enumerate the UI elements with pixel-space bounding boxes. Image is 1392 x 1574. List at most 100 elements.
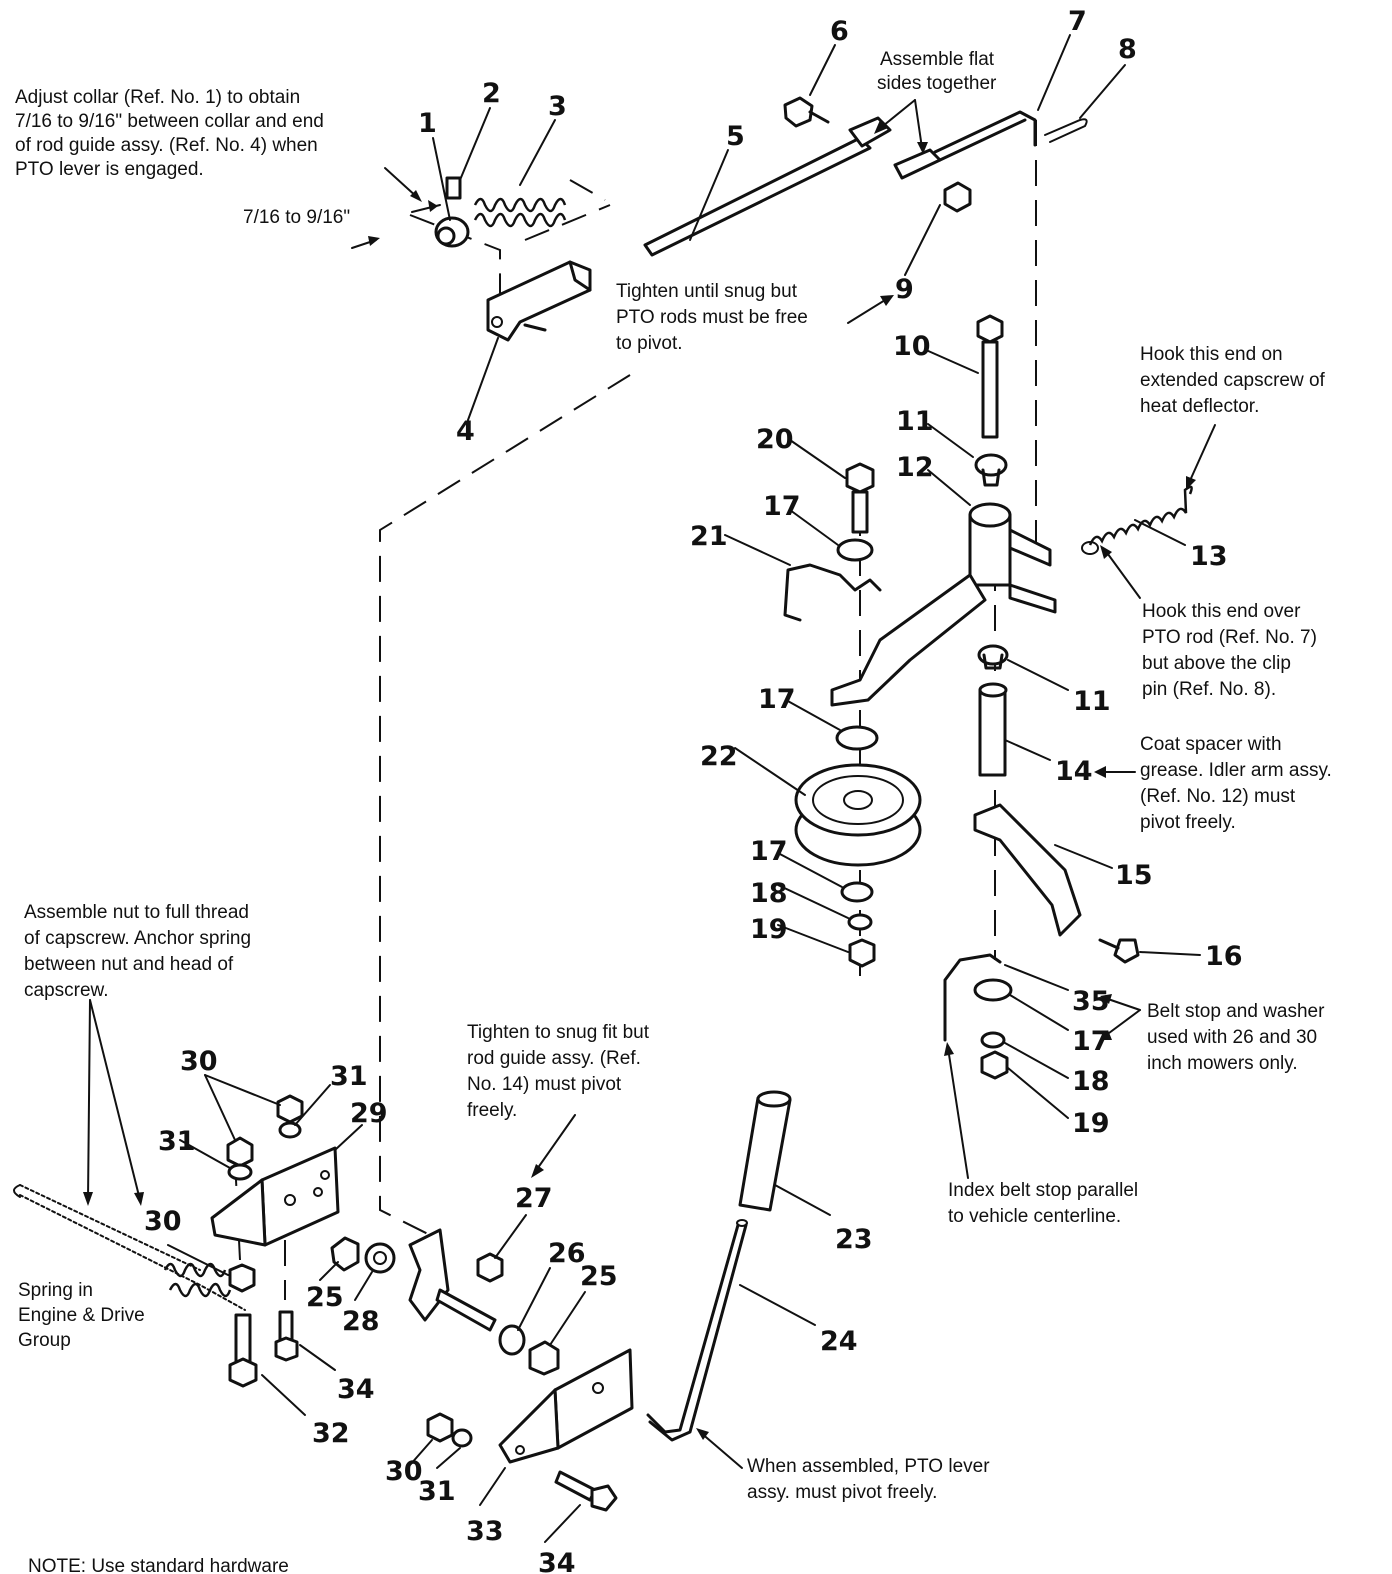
- svg-text:of capscrew. Anchor spring: of capscrew. Anchor spring: [24, 928, 251, 949]
- part-12-idler-arm: [830, 502, 1057, 707]
- callout-11-bottom: 11: [1073, 686, 1111, 717]
- note-arrows: [83, 99, 1216, 1469]
- part-3-spring: [473, 197, 567, 228]
- callout-19: 19: [750, 914, 788, 945]
- part-30-nut-lower-center: [426, 1412, 454, 1443]
- part-31-washer-lower-center: [451, 1428, 473, 1448]
- part-17-washer-belt: [973, 978, 1013, 1002]
- callout-25-left: 25: [306, 1282, 344, 1313]
- callout-22: 22: [700, 741, 738, 772]
- svg-text:Tighten until snug but: Tighten until snug but: [616, 281, 798, 302]
- part-4-rod-guide: [486, 260, 592, 342]
- svg-text:When assembled, PTO lever: When assembled, PTO lever: [747, 1456, 990, 1477]
- svg-text:Spring in: Spring in: [18, 1280, 93, 1301]
- callout-11-top: 11: [896, 406, 934, 437]
- svg-text:used with 26 and 30: used with 26 and 30: [1147, 1027, 1317, 1048]
- note-hook-rod: Hook this end over PTO rod (Ref. No. 7) …: [1142, 601, 1317, 700]
- part-18-lockwasher: [847, 913, 873, 931]
- callout-23: 23: [835, 1224, 873, 1255]
- note-collar-adjust: Adjust collar (Ref. No. 1) to obtain 7/1…: [15, 87, 324, 180]
- part-31-washer-upper-right: [278, 1121, 302, 1139]
- note-assemble-nut: Assemble nut to full thread of capscrew.…: [24, 902, 251, 1001]
- svg-text:Coat spacer with: Coat spacer with: [1140, 734, 1282, 755]
- svg-text:Tighten to snug fit but: Tighten to snug fit but: [467, 1022, 650, 1043]
- svg-text:assy. must pivot freely.: assy. must pivot freely.: [747, 1482, 937, 1503]
- callout-27: 27: [515, 1183, 553, 1214]
- svg-text:7/16 to 9/16" between collar a: 7/16 to 9/16" between collar and end: [15, 111, 324, 132]
- callout-24: 24: [820, 1326, 858, 1357]
- part-30-nut-lower: [228, 1263, 256, 1293]
- part-32-capscrew: [228, 1313, 258, 1388]
- svg-text:Belt stop and washer: Belt stop and washer: [1147, 1001, 1325, 1022]
- callout-13: 13: [1190, 541, 1228, 572]
- part-2-setscrew: [445, 176, 462, 200]
- part-6-bolt: [783, 96, 830, 128]
- svg-text:Assemble nut to full thread: Assemble nut to full thread: [24, 902, 249, 923]
- part-24-pto-lever: [646, 1219, 748, 1442]
- callout-17-belt: 17: [1072, 1026, 1110, 1057]
- part-17-washer-top: [836, 538, 874, 562]
- callout-32: 32: [312, 1418, 350, 1449]
- part-28-washer: [364, 1242, 396, 1274]
- svg-text:freely.: freely.: [467, 1100, 517, 1121]
- callout-18: 18: [750, 878, 788, 909]
- callout-21: 21: [690, 521, 728, 552]
- part-17-washer-mid: [835, 725, 879, 751]
- callout-17-mid: 17: [758, 684, 796, 715]
- note-hook-capscrew: Hook this end on extended capscrew of he…: [1140, 344, 1326, 417]
- svg-text:inch mowers only.: inch mowers only.: [1147, 1053, 1298, 1074]
- callout-14: 14: [1055, 756, 1093, 787]
- callout-30-top: 30: [180, 1046, 218, 1077]
- callout-31-left: 31: [158, 1126, 196, 1157]
- callout-1: 1: [418, 108, 437, 139]
- svg-text:PTO rods must be free: PTO rods must be free: [616, 307, 808, 328]
- svg-text:between nut and head of: between nut and head of: [24, 954, 234, 975]
- callout-29: 29: [350, 1098, 388, 1129]
- callout-30-bottom: 30: [385, 1456, 423, 1487]
- svg-text:pivot freely.: pivot freely.: [1140, 812, 1236, 833]
- note-tighten-snug: Tighten until snug but PTO rods must be …: [616, 281, 808, 354]
- callout-10: 10: [893, 331, 931, 362]
- svg-text:but above the clip: but above the clip: [1142, 653, 1291, 674]
- callout-6: 6: [830, 16, 849, 47]
- callout-35: 35: [1072, 986, 1110, 1017]
- part-20-bolt: [845, 462, 875, 534]
- callout-25-right: 25: [580, 1261, 618, 1292]
- svg-text:Hook this end over: Hook this end over: [1142, 601, 1301, 622]
- note-belt-stop: Belt stop and washer used with 26 and 30…: [1147, 1001, 1325, 1074]
- callout-2: 2: [482, 78, 501, 109]
- part-30-nut-upper-right: [276, 1094, 304, 1124]
- callout-15: 15: [1115, 860, 1153, 891]
- svg-text:rod guide assy. (Ref.: rod guide assy. (Ref.: [467, 1048, 641, 1069]
- note-tighten-fit: Tighten to snug fit but rod guide assy. …: [467, 1022, 650, 1121]
- callout-3: 3: [548, 91, 567, 122]
- callout-26: 26: [548, 1238, 586, 1269]
- callout-9: 9: [895, 274, 914, 305]
- part-27-nut: [476, 1252, 504, 1283]
- part-11-bushing-bottom: [977, 644, 1009, 670]
- svg-text:Engine & Drive: Engine & Drive: [18, 1305, 145, 1326]
- part-19-nut: [848, 938, 876, 968]
- svg-text:Assemble flat: Assemble flat: [880, 49, 995, 70]
- note-lever-pivot: When assembled, PTO lever assy. must piv…: [747, 1456, 990, 1503]
- callout-20: 20: [756, 424, 794, 455]
- part-26-clip: [498, 1324, 526, 1356]
- note-dimension: 7/16 to 9/16": [243, 207, 350, 228]
- callout-12: 12: [896, 452, 934, 483]
- svg-text:PTO rod (Ref. No. 7): PTO rod (Ref. No. 7): [1142, 627, 1317, 648]
- callout-16: 16: [1205, 941, 1243, 972]
- part-19-nut-belt: [980, 1050, 1009, 1080]
- svg-text:to vehicle centerline.: to vehicle centerline.: [948, 1206, 1121, 1227]
- part-30-nut-upper: [226, 1136, 254, 1168]
- part-10-capscrew: [976, 314, 1004, 439]
- part-25-bolt-right: [528, 1340, 560, 1376]
- part-17-washer-low: [840, 881, 874, 903]
- svg-text:extended capscrew of: extended capscrew of: [1140, 370, 1326, 391]
- callout-19-belt: 19: [1072, 1108, 1110, 1139]
- svg-text:Index belt stop parallel: Index belt stop parallel: [948, 1180, 1138, 1201]
- note-index-belt: Index belt stop parallel to vehicle cent…: [948, 1180, 1138, 1227]
- part-1-collar: [434, 216, 470, 248]
- part-9-nut: [943, 181, 972, 213]
- part-26-rod-guide: [408, 1228, 497, 1332]
